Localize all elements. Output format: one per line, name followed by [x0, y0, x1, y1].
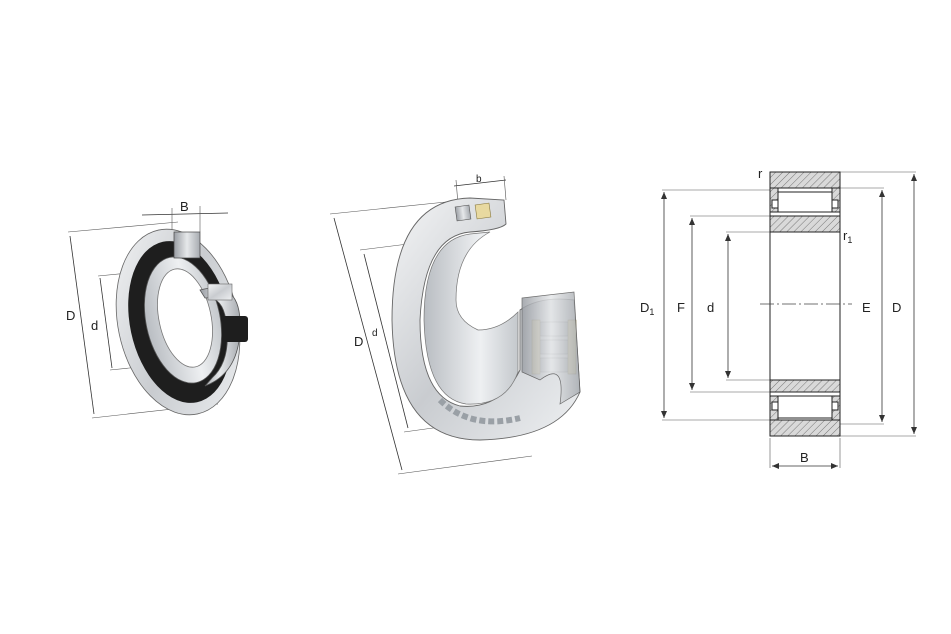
left-dim-D-line: [69, 235, 95, 415]
right-label-F: F: [677, 300, 685, 315]
middle-label-b: b: [476, 174, 482, 185]
middle-bearing-figure: b D d: [329, 174, 581, 475]
left-label-d: d: [91, 318, 98, 333]
left-dim-B-line: [141, 212, 229, 216]
left-label-B: B: [180, 199, 189, 214]
right-label-r: r: [758, 166, 763, 181]
left-bearing-figure: B D d: [66, 199, 248, 419]
middle-label-d: d: [372, 328, 378, 339]
left-dim-d-line: [99, 277, 113, 369]
left-label-D: D: [66, 308, 75, 323]
middle-dim-D-line: [333, 217, 403, 471]
middle-dim-d-line: [363, 253, 409, 429]
middle-label-D: D: [354, 334, 363, 349]
right-label-d: d: [707, 300, 714, 315]
right-label-r1: r1: [843, 228, 852, 245]
right-label-E: E: [862, 300, 871, 315]
middle-dim-b-line: [453, 179, 507, 187]
right-label-D1: D1: [640, 300, 654, 317]
right-label-D: D: [892, 300, 901, 315]
right-section-figure: r r1 D1 F d E D B: [640, 166, 917, 469]
right-label-B: B: [800, 450, 809, 465]
